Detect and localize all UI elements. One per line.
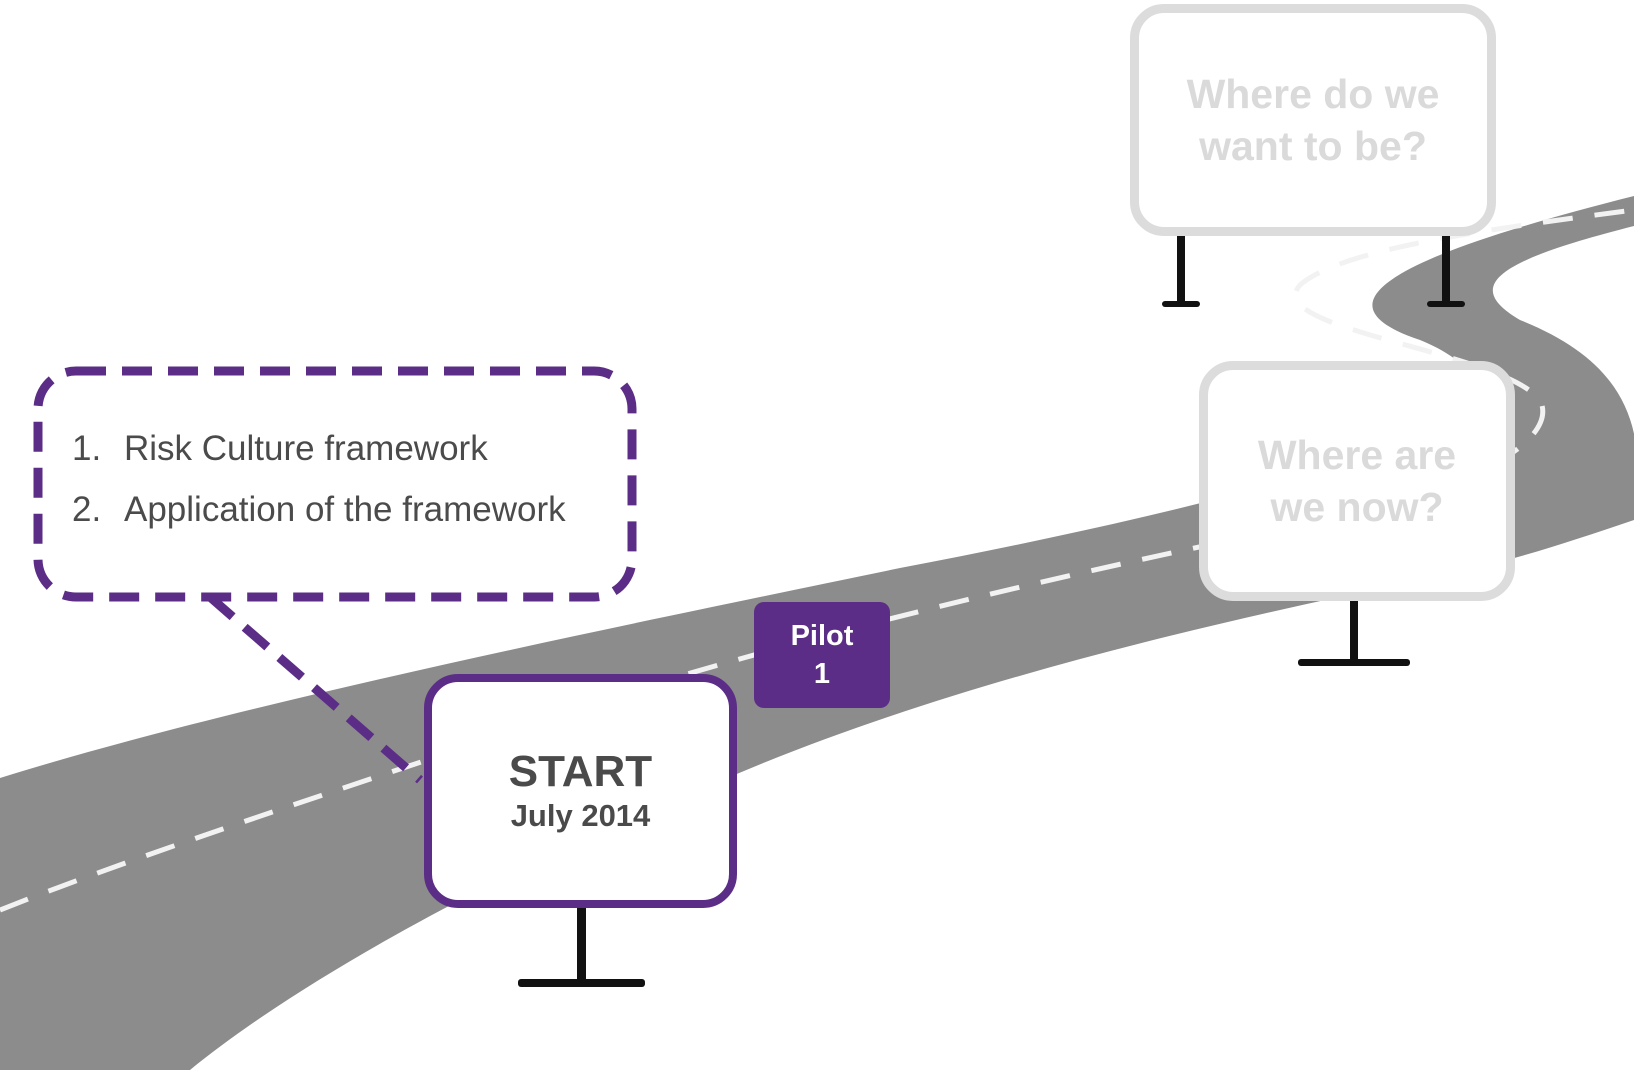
callout-list: 1. Risk Culture framework 2. Application… — [72, 418, 632, 540]
sign-start: START July 2014 — [424, 674, 737, 908]
callout-item-text: Application of the framework — [124, 479, 566, 540]
callout-item-number: 2. — [72, 479, 124, 540]
sign-post-now — [1298, 598, 1410, 666]
sign-now-line1: Where are — [1258, 429, 1456, 481]
callout-item: 1. Risk Culture framework — [72, 418, 632, 479]
sign-future-line2: want to be? — [1199, 120, 1427, 172]
callout-item-text: Risk Culture framework — [124, 418, 488, 479]
sign-current-state: Where are we now? — [1199, 361, 1515, 601]
start-date: July 2014 — [511, 797, 651, 835]
pilot-badge: Pilot 1 — [754, 602, 890, 708]
sign-future-line1: Where do we — [1187, 68, 1440, 120]
callout-item: 2. Application of the framework — [72, 479, 632, 540]
sign-future-goal: Where do we want to be? — [1130, 4, 1496, 236]
sign-now-line2: we now? — [1270, 481, 1443, 533]
sign-post-start — [518, 908, 645, 987]
callout-item-number: 1. — [72, 418, 124, 479]
pilot-label: Pilot — [791, 617, 854, 655]
start-title: START — [509, 747, 652, 797]
pilot-number: 1 — [814, 655, 830, 693]
